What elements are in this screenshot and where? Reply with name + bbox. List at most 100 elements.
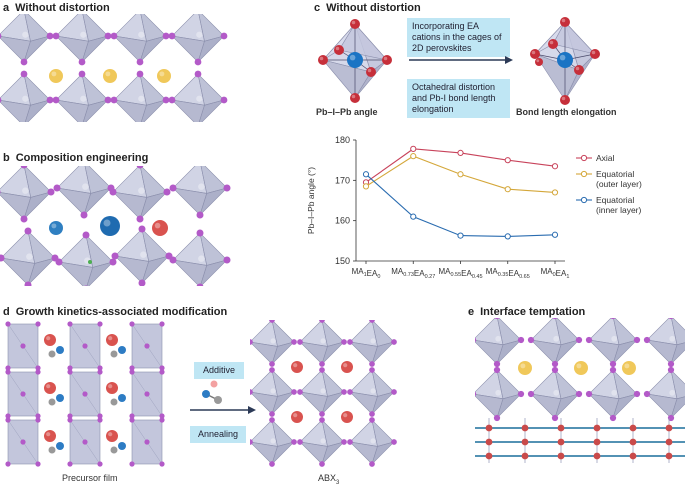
legend-label: Equatorial	[596, 169, 634, 179]
a-site-cation-small	[49, 221, 63, 235]
legend-entry: Axial	[576, 153, 615, 163]
octahedron	[0, 70, 54, 122]
a-site-cation-medium	[152, 220, 168, 236]
octahedron	[0, 227, 59, 286]
data-point	[551, 189, 559, 196]
octahedron	[168, 14, 228, 66]
abx3-subscript: 3	[336, 479, 340, 486]
series-line	[365, 173, 556, 237]
panel-b-lattice	[0, 166, 231, 286]
data-point	[410, 145, 417, 152]
a-site-cation-yellow	[49, 69, 63, 83]
legend-label: Axial	[596, 153, 615, 163]
a-site-cation	[44, 430, 56, 442]
abx3-lattice	[250, 320, 397, 467]
additive-label: Additive	[194, 362, 244, 379]
pb-i-pb-angle-caption: Pb–I–Pb angle	[316, 107, 378, 117]
interface-atom	[665, 452, 673, 460]
legend-label-line2: (outer layer)	[596, 179, 642, 189]
iodide-atom	[350, 19, 360, 29]
y-tick-label: 170	[335, 175, 350, 185]
a-site-cation	[44, 382, 56, 394]
abx3-caption: ABX3	[318, 473, 339, 486]
octahedron-regular	[318, 19, 392, 103]
octahedron	[168, 70, 228, 122]
process-arrow	[409, 56, 513, 64]
process-box-top: Incorporating EA cations in the cages of…	[407, 18, 510, 57]
interface-atom	[629, 424, 637, 432]
octahedron	[0, 166, 55, 223]
panel-letter: b	[3, 152, 10, 164]
panel-b-label: b Composition engineering	[3, 152, 148, 164]
dopant-atom	[88, 260, 92, 264]
octahedron	[169, 166, 231, 219]
interface-atom	[485, 452, 493, 460]
iodide-atom	[560, 95, 570, 105]
octahedron	[110, 70, 170, 122]
octahedron	[250, 367, 297, 417]
panel-a-lattice	[0, 14, 228, 122]
iodide-atom	[560, 17, 570, 27]
panel-letter: d	[3, 306, 10, 318]
octahedron	[169, 229, 231, 286]
data-point	[362, 183, 370, 190]
panel-letter: c	[314, 2, 321, 14]
y-tick-label: 150	[335, 256, 350, 266]
octahedron	[53, 166, 115, 219]
interface-atom	[665, 424, 673, 432]
x-tick-label: MA0EA1	[541, 267, 570, 280]
octahedron	[250, 417, 297, 467]
a-site-cation-yellow	[103, 69, 117, 83]
panel-letter: e	[468, 306, 475, 318]
interface-atom	[629, 452, 637, 460]
octahedron	[52, 14, 112, 66]
annealing-label: Annealing	[190, 426, 246, 443]
interface-atom	[593, 424, 601, 432]
panel-e-label: e Interface temptation	[468, 306, 585, 318]
a-site-cation-yellow	[622, 361, 636, 375]
interface-atom	[485, 424, 493, 432]
a-site-cation-red	[291, 411, 303, 423]
panel-title: Composition engineering	[15, 152, 149, 164]
x-tick-label: MA0.35EA0.65	[486, 267, 530, 280]
data-point	[362, 171, 370, 178]
interface-atom	[557, 424, 565, 432]
octahedron	[347, 320, 397, 367]
data-point	[504, 233, 511, 240]
octahedron	[55, 231, 117, 286]
x-tick-label: MA0.73EA0.27	[391, 267, 435, 280]
interface-atom	[629, 438, 637, 446]
interface-lattice	[475, 318, 685, 463]
octahedron	[111, 225, 173, 286]
bond-length-caption: Bond length elongation	[516, 107, 617, 117]
legend-label: Equatorial	[596, 195, 634, 205]
interface-atom	[593, 452, 601, 460]
x-tick-label: MA0.55EA0.45	[438, 267, 482, 280]
additive-molecule	[202, 380, 222, 404]
a-site-cation	[106, 382, 118, 394]
interface-atom	[665, 438, 673, 446]
iodide-atom	[535, 58, 543, 66]
iodide-atom	[366, 67, 376, 77]
octahedron	[347, 417, 397, 467]
y-tick-label: 180	[335, 135, 350, 145]
panel-title: Interface temptation	[480, 306, 586, 318]
interface-atom	[485, 438, 493, 446]
data-point	[504, 157, 511, 164]
a-site-cation-red	[341, 361, 353, 373]
panel-title: Without distortion	[326, 2, 421, 14]
octahedron	[585, 318, 641, 368]
octahedron	[527, 318, 583, 368]
legend-entry: Equatorial(outer layer)	[576, 169, 642, 189]
octahedron	[52, 70, 112, 122]
data-point	[457, 171, 464, 178]
iodide-atom	[318, 55, 328, 65]
octahedron	[475, 366, 525, 422]
a-site-cation-red	[341, 411, 353, 423]
a-site-cation	[44, 334, 56, 346]
x-tick-label: MA1EA0	[352, 267, 381, 280]
data-point	[410, 153, 417, 160]
data-point	[457, 232, 464, 239]
